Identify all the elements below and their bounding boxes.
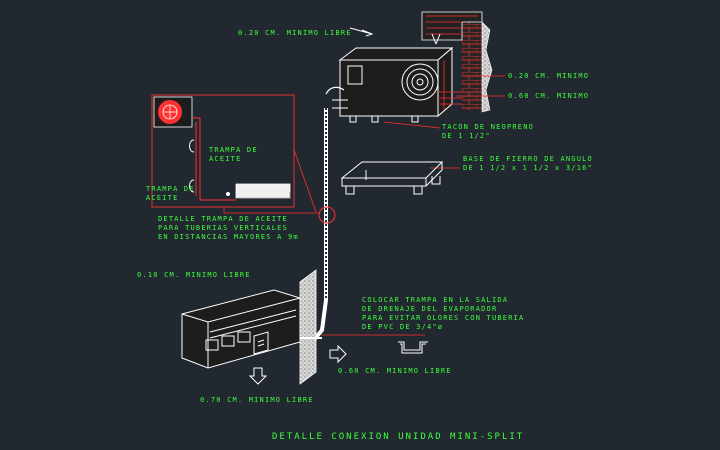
outdoor-condenser-unit: [338, 46, 462, 123]
outdoor-wall: [421, 11, 493, 113]
oil-trap-label-2-line1: TRAMPA DE: [146, 185, 195, 193]
neoprene-label-line1: TACON DE NEOPRENO: [442, 123, 535, 131]
detail-note-line2: PARA TUBERIAS VERTICALES: [158, 224, 288, 232]
neoprene-label-line2: DE 1 1/2": [442, 132, 491, 140]
indoor-evaporator-unit: [181, 289, 322, 369]
oil-trap-label-2-line2: ACEITE: [146, 194, 179, 202]
drawing-title: DETALLE CONEXION UNIDAD MINI-SPLIT: [272, 432, 525, 442]
airflow-arrows: [248, 344, 347, 385]
side-clearance-020-label: 0.20 CM. MINIMO: [508, 72, 590, 80]
drain-note-line4: DE PVC DE 3/4"ø: [362, 323, 444, 331]
leader-lines: [322, 75, 505, 336]
base-label-line2: DE 1 1/2 x 1 1/2 x 3/16": [463, 164, 593, 172]
indoor-side-clearance-label: 0.60 CM. MINIMO LIBRE: [338, 367, 452, 375]
indoor-bottom-clearance-label: 0.70 CM. MINIMO LIBRE: [200, 396, 314, 404]
detail-note-line3: EN DISTANCIAS MAYORES A 9m: [158, 233, 299, 241]
drain-note-line2: DE DRENAJE DEL EVAPORADOR: [362, 305, 498, 313]
side-clearance-060-label: 0.60 CM. MINIMO: [508, 92, 590, 100]
refrigerant-pipe: [312, 86, 348, 342]
indoor-top-clearance-label: 0.10 CM. MINIMO LIBRE: [137, 271, 251, 279]
detail-note-line1: DETALLE TRAMPA DE ACEITE: [158, 215, 288, 223]
oil-trap-label-1-line1: TRAMPA DE: [209, 146, 258, 154]
drain-note-line1: COLOCAR TRAMPA EN LA SALIDA: [362, 296, 509, 304]
drain-trap-detail: [398, 341, 428, 354]
steel-angle-base: [340, 161, 444, 195]
oil-trap-detail-box: [151, 94, 320, 214]
indoor-wall: [299, 269, 317, 385]
oil-trap-label-1-line2: ACEITE: [209, 155, 242, 163]
base-label-line1: BASE DE FIERRO DE ANGULO: [463, 155, 593, 163]
drain-note-line3: PARA EVITAR OLORES CON TUBERIA: [362, 314, 525, 322]
clearance-arrows: [349, 27, 441, 45]
top-clearance-label: 0.20 CM. MINIMO LIBRE: [238, 29, 352, 37]
